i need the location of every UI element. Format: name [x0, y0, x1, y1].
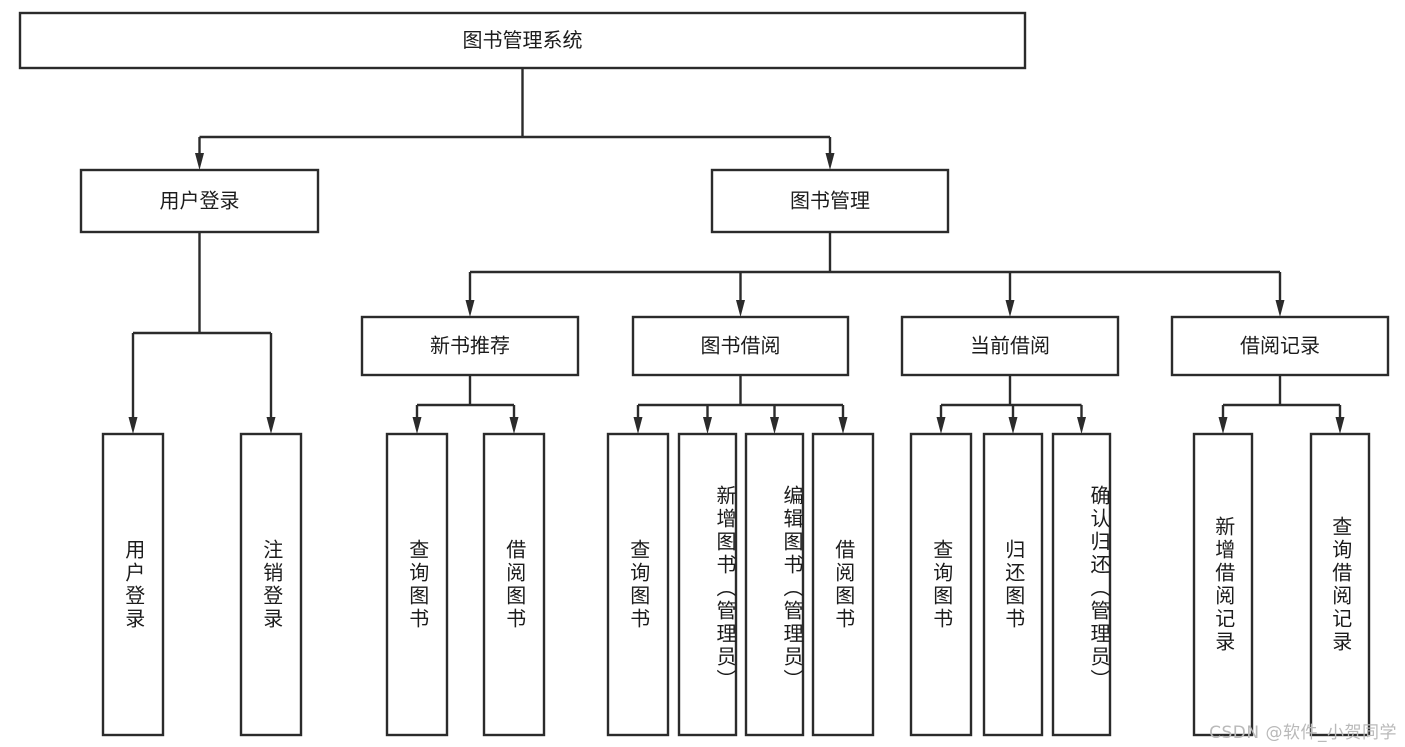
node-box-layer [18, 11, 1390, 737]
node-book-manage-label: 图书管理 [790, 189, 870, 213]
node-leaf-add-borrow-record[interactable] [1192, 432, 1254, 737]
node-current-borrow-label: 当前借阅 [970, 334, 1050, 358]
node-leaf-confirm-return[interactable] [1051, 432, 1112, 737]
node-new-book-recommend-label: 新书推荐 [430, 334, 510, 358]
node-user-login-label: 用户登录 [160, 189, 240, 213]
node-user-login[interactable] [79, 168, 320, 234]
arrow-head-icon [128, 417, 138, 434]
node-leaf-return-book[interactable] [982, 432, 1044, 737]
arrow-head-icon [736, 300, 745, 317]
arrow-head-icon [1275, 300, 1285, 317]
arrow-head-icon [1008, 417, 1018, 434]
arrow-head-icon [509, 417, 519, 434]
node-leaf-query-book-1[interactable] [385, 432, 449, 737]
node-leaf-query-borrow-record[interactable] [1309, 432, 1371, 737]
node-leaf-borrow-book-1[interactable] [482, 432, 546, 737]
node-leaf-borrow-book-2[interactable] [811, 432, 875, 737]
node-book-borrow[interactable] [631, 315, 850, 377]
arrow-head-icon [770, 417, 779, 434]
arrow-head-icon [1335, 417, 1345, 434]
node-new-book-recommend[interactable] [360, 315, 580, 377]
node-leaf-add-book[interactable] [677, 432, 738, 737]
arrow-head-icon [1218, 417, 1228, 434]
node-leaf-query-book-3[interactable] [909, 432, 973, 737]
node-borrow-record[interactable] [1170, 315, 1390, 377]
arrow-head-icon [195, 153, 204, 170]
node-leaf-edit-book[interactable] [744, 432, 805, 737]
node-book-borrow-label: 图书借阅 [701, 334, 781, 358]
arrow-head-icon [266, 417, 276, 434]
node-leaf-user-login[interactable] [101, 432, 165, 737]
arrow-head-icon [838, 417, 848, 434]
arrow-head-icon [936, 417, 946, 434]
node-book-manage[interactable] [710, 168, 950, 234]
node-leaf-logout-login[interactable] [239, 432, 303, 737]
watermark-text: CSDN @软件_小贺同学 [1209, 723, 1397, 743]
node-root-label: 图书管理系统 [463, 28, 583, 52]
arrow-head-icon [1077, 417, 1086, 434]
arrow-head-icon [465, 300, 475, 317]
node-root[interactable] [18, 11, 1027, 70]
arrow-head-icon [703, 417, 712, 434]
node-borrow-record-label: 借阅记录 [1240, 334, 1320, 358]
arrow-head-icon [412, 417, 422, 434]
connector-layer [128, 68, 1345, 434]
node-current-borrow[interactable] [900, 315, 1120, 377]
arrow-head-icon [633, 417, 643, 434]
arrow-head-icon [1005, 300, 1015, 317]
node-leaf-query-book-2[interactable] [606, 432, 670, 737]
arrow-head-icon [825, 153, 835, 170]
